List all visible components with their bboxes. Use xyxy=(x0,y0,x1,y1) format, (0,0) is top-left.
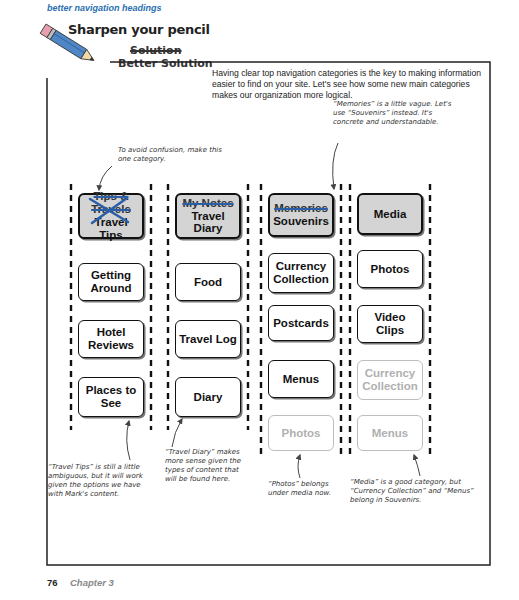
old-heading-text: My Notes xyxy=(182,197,233,210)
cross-out-mark xyxy=(90,198,128,223)
box-text: Places to See xyxy=(82,384,140,410)
annotation-note: “Travel Tips” is still a little ambiguou… xyxy=(48,463,144,499)
annotation-note: “Travel Diary” makes more sense given th… xyxy=(165,448,245,484)
box-text: Food xyxy=(194,276,222,289)
box-text: Video Clips xyxy=(361,311,419,337)
item-box: Currency Collection xyxy=(268,253,334,293)
column-dividers xyxy=(71,184,430,455)
box-text: Media xyxy=(374,208,407,221)
running-head: better navigation headings xyxy=(47,3,247,13)
item-box: Video Clips xyxy=(357,305,423,343)
box-text: Currency Collection xyxy=(272,260,330,286)
old-heading-text: Memories xyxy=(274,202,328,215)
box-text: Currency Collection xyxy=(361,367,419,393)
box-text: Souvenirs xyxy=(273,215,329,228)
solution-label: Solution xyxy=(130,44,200,57)
moved-item-box: Currency Collection xyxy=(357,360,423,400)
box-text: Menus xyxy=(283,373,319,386)
moved-item-box: Photos xyxy=(268,415,334,451)
box-text: Travel Diary xyxy=(180,210,236,236)
item-box: Postcards xyxy=(268,305,334,341)
box-text: Hotel Reviews xyxy=(82,326,140,352)
frame-border xyxy=(47,62,490,565)
box-text: Menus xyxy=(372,427,408,440)
item-box: Photos xyxy=(357,250,423,288)
box-text: Getting Around xyxy=(82,269,140,295)
annotation-note: “Media” is a good category, but “Currenc… xyxy=(350,478,482,505)
item-box: Diary xyxy=(175,377,241,417)
box-text: Travel Tips xyxy=(83,216,139,242)
box-text: Postcards xyxy=(273,317,329,330)
page-number: 76 xyxy=(47,577,69,588)
annotation-note: “Memories” is a little vague. Let's use … xyxy=(333,100,455,127)
annotation-note: To avoid confusion, make this one catego… xyxy=(118,146,236,164)
chapter-label: Chapter 3 xyxy=(70,577,150,588)
box-text: Travel Log xyxy=(179,333,237,346)
moved-item-box: Menus xyxy=(357,415,423,451)
leader-arrows xyxy=(99,143,420,478)
box-text: Photos xyxy=(371,263,410,276)
solution-label: Better Solution xyxy=(118,57,228,70)
category-box: My NotesTravel Diary xyxy=(175,193,241,239)
item-box: Food xyxy=(175,263,241,301)
section-title: Sharpen your pencil xyxy=(68,22,228,37)
item-box: Hotel Reviews xyxy=(78,320,144,358)
item-box: Getting Around xyxy=(78,263,144,301)
annotation-note: “Photos” belongs under media now. xyxy=(268,480,350,498)
category-box: Media xyxy=(357,193,423,235)
box-text: Diary xyxy=(194,391,223,404)
item-box: Places to See xyxy=(78,377,144,417)
item-box: Travel Log xyxy=(175,320,241,358)
box-text: Photos xyxy=(282,427,321,440)
intro-text: Having clear top navigation categories i… xyxy=(212,68,484,101)
item-box: Menus xyxy=(268,360,334,398)
category-box: Tips & TravelsTravel Tips xyxy=(78,193,144,239)
category-box: MemoriesSouvenirs xyxy=(268,193,334,237)
pencil-illustration xyxy=(40,24,97,65)
old-heading-text: Tips & Travels xyxy=(83,190,139,216)
